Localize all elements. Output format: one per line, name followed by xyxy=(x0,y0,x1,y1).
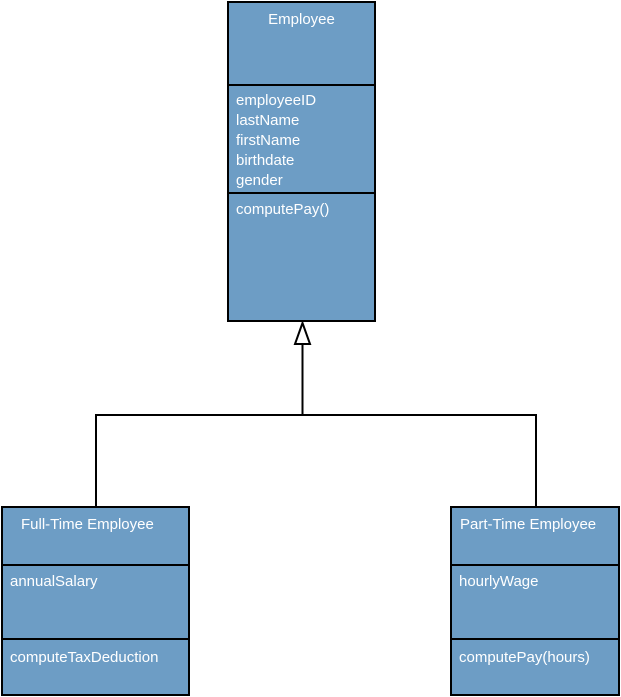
operations-compartment: computeTaxDeduction xyxy=(3,638,188,694)
attribute-list: employeeID lastName firstName birthdate … xyxy=(236,91,316,191)
operation: computePay(hours) xyxy=(459,649,590,666)
attribute-list: annualSalary xyxy=(10,572,98,592)
generalization-arrowhead xyxy=(293,320,312,345)
attribute: birthdate xyxy=(236,152,295,169)
class-name-compartment: Employee xyxy=(229,3,374,84)
attributes-compartment: employeeID lastName firstName birthdate … xyxy=(229,84,374,192)
operation: computePay() xyxy=(236,201,330,218)
operation: computeTaxDeduction xyxy=(10,649,159,666)
class-name: Full-Time Employee xyxy=(21,516,154,533)
class-name: Employee xyxy=(268,11,335,28)
attribute: hourlyWage xyxy=(459,573,539,590)
attribute: annualSalary xyxy=(10,573,98,590)
class-name-compartment: Part-Time Employee xyxy=(452,508,618,564)
operation-list: computePay(hours) xyxy=(459,648,590,668)
operations-compartment: computePay() xyxy=(229,192,374,320)
class-full-time-employee: Full-Time Employee annualSalary computeT… xyxy=(1,506,190,696)
operation-list: computePay() xyxy=(236,200,329,220)
attribute: gender xyxy=(236,172,283,189)
class-name-compartment: Full-Time Employee xyxy=(3,508,188,564)
operation-list: computeTaxDeduction xyxy=(10,648,158,668)
class-part-time-employee: Part-Time Employee hourlyWage computePay… xyxy=(450,506,620,696)
attribute: employeeID xyxy=(236,92,317,109)
class-employee: Employee employeeID lastName firstName b… xyxy=(227,1,376,322)
attribute: firstName xyxy=(236,132,301,149)
class-name: Part-Time Employee xyxy=(460,516,597,533)
attribute-list: hourlyWage xyxy=(459,572,538,592)
attributes-compartment: hourlyWage xyxy=(452,564,618,638)
operations-compartment: computePay(hours) xyxy=(452,638,618,694)
attributes-compartment: annualSalary xyxy=(3,564,188,638)
attribute: lastName xyxy=(236,112,300,129)
